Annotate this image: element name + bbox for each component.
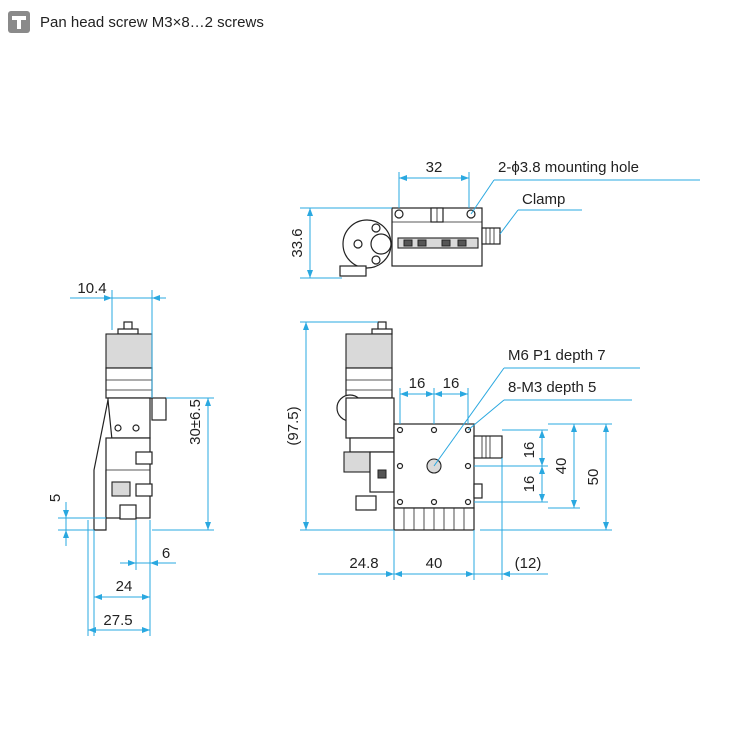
label-clamp: Clamp [522,191,565,208]
screw-icon [8,11,30,33]
top-view: 32 33.6 2-ϕ3.8 mounting hole Clamp [289,159,700,279]
front-view: (97.5) 16 16 M6 P1 depth 7 8-M3 depth 5 … [285,321,640,580]
dim-side-24: 24 [116,578,133,595]
label-tap-m3: 8-M3 depth 5 [508,379,596,396]
dim-pitch-h2: 16 [443,375,460,392]
header: Pan head screw M3×8…2 screws [8,10,264,34]
dim-side-travel: 30±6.5 [187,399,204,445]
header-text: Pan head screw M3×8…2 screws [40,13,264,31]
dim-table-50-v: 50 [585,469,602,486]
dim-pitch-h1: 16 [409,375,426,392]
dim-top-width: 32 [426,159,443,176]
dim-pitch-v2: 16 [521,476,538,493]
dim-side-27-5: 27.5 [103,612,132,629]
dim-table-40-v: 40 [553,458,570,475]
side-view: 10.4 30±6.5 5 6 24 27.5 [47,280,214,636]
dim-top-height: 33.6 [289,228,306,257]
dim-front-12: (12) [515,555,542,572]
dim-side-6: 6 [162,545,170,562]
dim-side-offset: 5 [47,494,64,502]
dim-front-height: (97.5) [285,406,302,445]
label-tap-m6: M6 P1 depth 7 [508,347,606,364]
label-mounting-hole: 2-ϕ3.8 mounting hole [498,159,639,176]
dim-side-width: 10.4 [77,280,106,297]
dim-front-24-8: 24.8 [349,555,378,572]
dim-pitch-v1: 16 [521,442,538,459]
dim-front-40: 40 [426,555,443,572]
